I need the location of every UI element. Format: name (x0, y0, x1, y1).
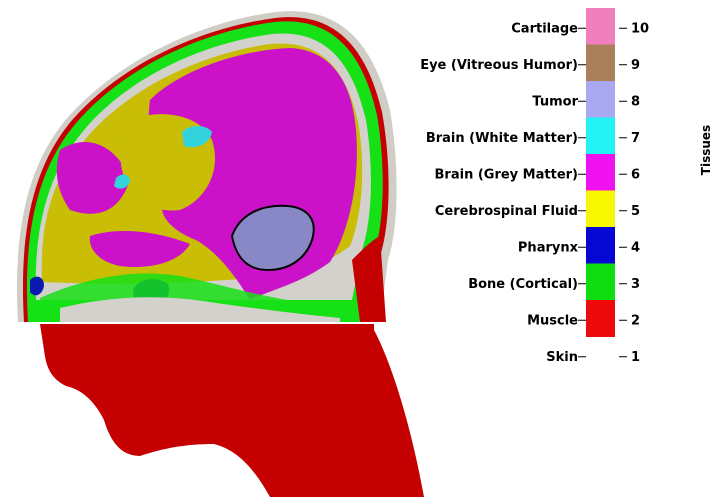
legend-swatch-3 (586, 264, 615, 301)
lower-muscle-slab (40, 324, 424, 497)
legend-label: Skin (546, 350, 578, 365)
legend-swatch-4 (586, 227, 615, 264)
legend-swatch-2 (586, 300, 615, 337)
legend-value: 1 (631, 350, 640, 365)
legend-label: Bone (Cortical) (468, 277, 578, 292)
legend-value: 5 (631, 204, 640, 219)
legend-swatch-5 (586, 191, 615, 228)
legend-value: 7 (631, 131, 640, 146)
legend-label: Cartilage (511, 21, 578, 36)
legend-label: Pharynx (518, 240, 579, 255)
legend-label: Eye (Vitreous Humor) (420, 58, 578, 73)
legend-swatch-9 (586, 45, 615, 82)
legend-label: Cerebrospinal Fluid (435, 204, 578, 219)
legend-value: 8 (631, 94, 640, 109)
legend-swatch-7 (586, 118, 615, 155)
legend-value: 3 (631, 277, 640, 292)
legend-label: Muscle (527, 313, 578, 328)
legend-swatch-6 (586, 154, 615, 191)
legend-value: 10 (631, 21, 649, 36)
legend-value: 9 (631, 58, 640, 73)
legend-value: 6 (631, 167, 640, 182)
legend-value: 2 (631, 313, 640, 328)
legend-label: Brain (Grey Matter) (435, 167, 578, 182)
legend-title: Tissues (699, 125, 713, 175)
head-slice-image (17, 11, 424, 497)
legend-swatch-10 (586, 8, 615, 45)
legend-swatch-8 (586, 81, 615, 118)
legend-label: Brain (White Matter) (426, 131, 578, 146)
legend-value: 4 (631, 240, 640, 255)
legend-label: Tumor (532, 94, 578, 109)
